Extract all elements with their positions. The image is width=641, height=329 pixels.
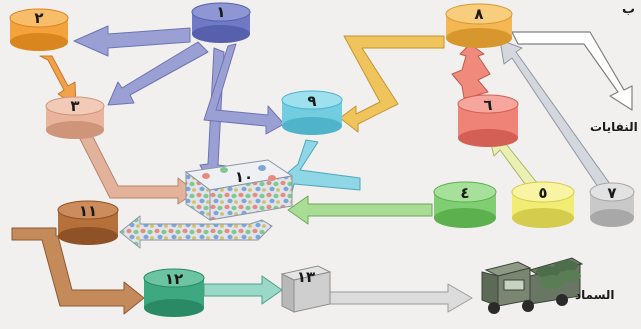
node-6-label: ٦ bbox=[483, 96, 492, 114]
node-4: ٤ bbox=[433, 181, 497, 228]
waste-label: النفايات bbox=[590, 120, 638, 134]
node-12: ١٢ bbox=[143, 268, 205, 317]
node-5: ٥ bbox=[511, 181, 575, 228]
node-3-label: ٣ bbox=[70, 97, 79, 115]
node-8: ٨ bbox=[445, 3, 513, 48]
node-9: ٩ bbox=[281, 90, 343, 135]
node-5-label: ٥ bbox=[538, 184, 547, 202]
node-9-label: ٩ bbox=[307, 92, 316, 110]
node-13: ١٣ bbox=[280, 265, 332, 313]
node-13-label: ١٣ bbox=[297, 268, 315, 286]
figure-corner-label: ب bbox=[622, 2, 636, 17]
arrow-11-to-12 bbox=[11, 227, 145, 315]
node-7: ٧ bbox=[589, 182, 635, 227]
compost-label: السماد bbox=[575, 288, 615, 302]
arrow-9-to-10 bbox=[283, 139, 361, 193]
node-10: ١٠ bbox=[184, 159, 294, 221]
arrow-7-to-8 bbox=[499, 39, 611, 191]
arrow-8-to-waste bbox=[511, 31, 633, 111]
flow-arrows bbox=[11, 25, 633, 315]
node-8-label: ٨ bbox=[474, 5, 483, 23]
node-12-label: ١٢ bbox=[165, 270, 183, 288]
arrow-6-to-8 bbox=[451, 43, 491, 99]
arrow-1-to-2 bbox=[73, 25, 191, 57]
node-2-label: ٢ bbox=[34, 9, 43, 27]
node-4-label: ٤ bbox=[460, 184, 469, 202]
truck-icon bbox=[481, 257, 584, 314]
arrow-3-to-10 bbox=[77, 134, 197, 205]
arrow-13-to-truck bbox=[329, 283, 473, 313]
arrow-12-to-13 bbox=[203, 275, 283, 305]
node-6: ٦ bbox=[457, 94, 519, 147]
node-3: ٣ bbox=[45, 96, 105, 139]
arrow-1-to-9 bbox=[203, 43, 285, 135]
arrow-4-to-10 bbox=[287, 195, 433, 225]
node-11-label: ١١ bbox=[79, 202, 97, 220]
node-10-label: ١٠ bbox=[235, 168, 253, 186]
node-1-label: ١ bbox=[216, 3, 225, 21]
node-7-label: ٧ bbox=[607, 184, 616, 202]
arrow-8-to-9 bbox=[339, 35, 445, 133]
arrow-10-to-11 bbox=[119, 215, 273, 249]
arrow-1-to-3 bbox=[107, 41, 209, 106]
node-2: ٢ bbox=[9, 8, 69, 51]
node-1: ١ bbox=[191, 2, 251, 43]
node-11: ١١ bbox=[57, 200, 119, 245]
